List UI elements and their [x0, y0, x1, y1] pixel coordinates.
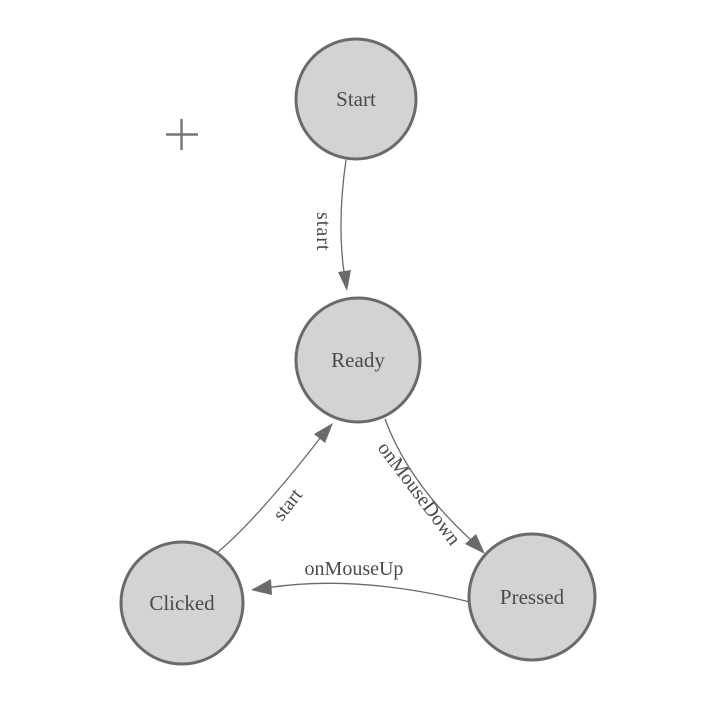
crosshair-icon	[166, 119, 198, 150]
arrowhead-into-clicked	[251, 579, 272, 595]
transition-label-start-top: start	[312, 212, 334, 251]
transition-pressed-to-clicked-line[interactable]	[265, 582, 471, 603]
transition-start-to-ready: start	[312, 159, 351, 291]
transition-start-to-ready-line[interactable]	[340, 159, 347, 273]
state-label-start: Start	[336, 87, 376, 111]
transition-ready-to-pressed: onMouseDown	[373, 418, 485, 554]
state-circle-start[interactable]	[294, 37, 418, 161]
state-node-pressed[interactable]: Pressed	[467, 532, 597, 662]
state-circle-ready[interactable]	[294, 296, 422, 424]
transition-clicked-to-ready-line[interactable]	[217, 436, 322, 553]
state-circle-clicked[interactable]	[119, 540, 245, 666]
transition-clicked-to-ready: start	[217, 423, 333, 553]
state-node-ready[interactable]: Ready	[294, 296, 422, 424]
state-label-pressed: Pressed	[500, 585, 565, 609]
state-circle-pressed[interactable]	[467, 532, 597, 662]
state-node-clicked[interactable]: Clicked	[119, 540, 245, 666]
transition-pressed-to-clicked: onMouseUp	[251, 558, 471, 603]
arrowhead-into-pressed	[465, 534, 485, 554]
arrowhead-into-ready-top	[338, 270, 351, 291]
state-node-start[interactable]: Start	[294, 37, 418, 161]
transition-label-onmouseup: onMouseUp	[305, 558, 404, 580]
arrowhead-into-ready-bottom	[314, 423, 333, 443]
state-label-ready: Ready	[331, 348, 385, 372]
transition-ready-to-pressed-line[interactable]	[384, 418, 472, 541]
transition-label-onmousedown: onMouseDown	[373, 438, 465, 550]
state-label-clicked: Clicked	[149, 591, 215, 615]
transition-label-start-bottom: start	[269, 484, 308, 525]
